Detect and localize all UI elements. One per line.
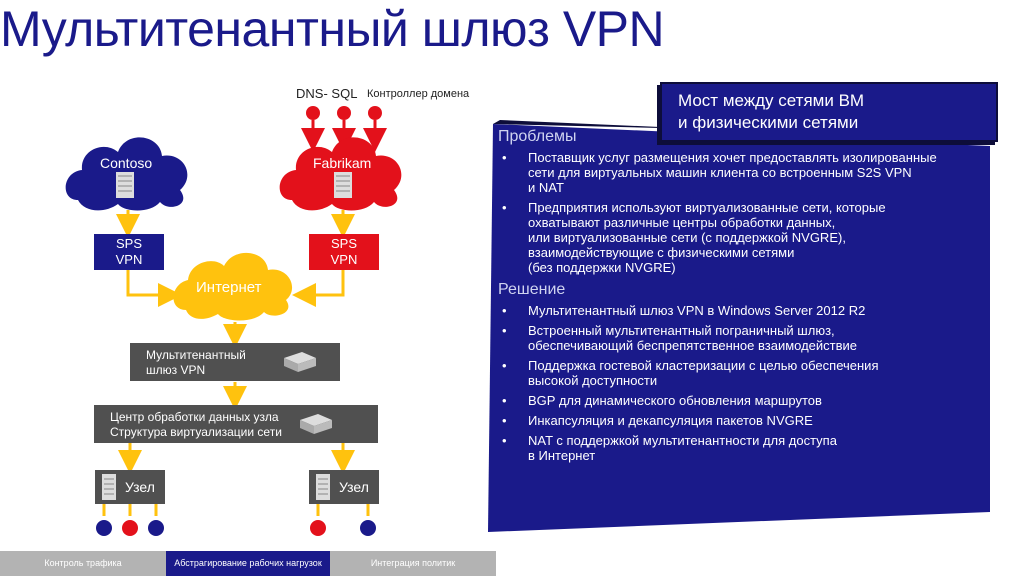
dns-input-line <box>301 106 325 152</box>
gateway-device-icon <box>284 352 316 372</box>
solution-bullet-line: высокой доступности <box>528 373 658 388</box>
tab-workload-abstraction[interactable]: Абстрагирование рабочих нагрузок <box>166 551 330 576</box>
solution-bullet-line: Мультитенантный шлюз VPN в Windows Serve… <box>528 303 866 318</box>
internet-label: Интернет <box>196 279 262 296</box>
fabrikam-cloud-icon <box>279 137 402 211</box>
server-icon <box>316 474 330 500</box>
problems-bullet-line: Поставщик услуг размещения хочет предост… <box>528 150 937 165</box>
domain-controller-label: Контроллер домена <box>367 88 470 100</box>
contoso-label: Contoso <box>100 155 153 171</box>
dns-label: DNS- SQL <box>296 86 358 101</box>
problems-bullet-line: или виртуализованные сети (с поддержкой … <box>528 230 846 245</box>
problems-bullet: Предприятия используют виртуализованные … <box>498 200 968 275</box>
solution-bullet-line: обеспечивающий беспрепятственное взаимод… <box>528 338 858 353</box>
arrow-sps-left-internet <box>126 270 182 307</box>
problems-bullet: Поставщик услуг размещения хочет предост… <box>498 150 968 195</box>
problems-bullet-line: и NAT <box>528 180 564 195</box>
node-left-vms <box>96 504 164 536</box>
solution-bullet: Мультитенантный шлюз VPN в Windows Serve… <box>498 303 968 318</box>
solution-list: Мультитенантный шлюз VPN в Windows Serve… <box>498 303 968 463</box>
solution-bullet: Поддержка гостевой кластеризации с целью… <box>498 358 968 388</box>
sql-input-line <box>332 106 356 152</box>
tab-traffic-control[interactable]: Контроль трафика <box>0 551 166 576</box>
solution-bullet: Встроенный мультитенантный пограничный ш… <box>498 323 968 353</box>
problems-bullet-line: охватывают различные центры обработки да… <box>528 215 836 230</box>
solution-bullet-line: Поддержка гостевой кластеризации с целью… <box>528 358 879 373</box>
solution-bullet-line: в Интернет <box>528 448 596 463</box>
solution-bullet-line: Инкапсуляция и декапсуляция пакетов NVGR… <box>528 413 813 428</box>
node-left-box: Узел <box>95 470 165 504</box>
datacenter-device-icon <box>300 414 332 434</box>
page-title: Мультитенантный шлюз VPN <box>0 1 665 57</box>
solution-bullet-line: Встроенный мультитенантный пограничный ш… <box>528 323 835 338</box>
bridge-callout: Мост между сетями ВМ и физическими сетям… <box>660 82 998 142</box>
problems-bullet-line: Предприятия используют виртуализованные … <box>528 200 886 215</box>
contoso-cloud-icon <box>65 137 188 211</box>
problems-list: Поставщик услуг размещения хочет предост… <box>498 150 968 275</box>
callout-line-1: Мост между сетями ВМ <box>678 91 865 110</box>
tab-policy-integration[interactable]: Интеграция политик <box>330 551 496 576</box>
solution-bullet-line: NAT с поддержкой мультитенантности для д… <box>528 433 837 448</box>
info-panel: Проблемы Поставщик услуг размещения хоче… <box>498 128 968 468</box>
solution-bullet: NAT с поддержкой мультитенантности для д… <box>498 433 968 463</box>
solution-bullet: Инкапсуляция и декапсуляция пакетов NVGR… <box>498 413 968 428</box>
server-icon <box>102 474 116 500</box>
callout-line-2: и физическими сетями <box>678 113 859 132</box>
dc-input-line <box>363 106 387 152</box>
solution-bullet-line: BGP для динамического обновления маршрут… <box>528 393 822 408</box>
problems-bullet-line: взаимодействующие с физическими сетями <box>528 245 795 260</box>
solution-bullet: BGP для динамического обновления маршрут… <box>498 393 968 408</box>
internet-cloud-icon <box>173 252 293 321</box>
problems-heading: Проблемы <box>498 128 577 145</box>
node-right-box: Узел <box>309 470 379 504</box>
problems-bullet-line: (без поддержки NVGRE) <box>528 260 676 275</box>
fabrikam-label: Fabrikam <box>313 155 372 171</box>
problems-bullet-line: сети для виртуальных машин клиента со вс… <box>528 165 912 180</box>
node-right-vms <box>310 504 376 536</box>
solution-heading: Решение <box>498 281 566 298</box>
arrow-sps-right-internet <box>292 270 345 307</box>
